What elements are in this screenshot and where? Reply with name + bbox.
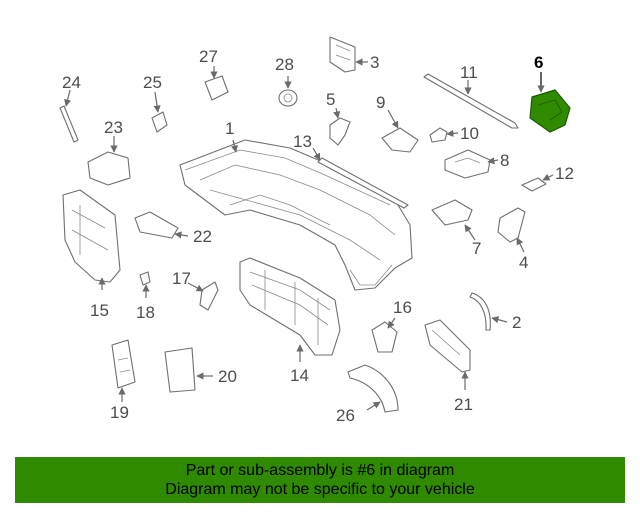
callout-2: 2 [512, 313, 521, 332]
part-13-molding[interactable] [317, 157, 409, 209]
part-4-bracket[interactable] [497, 207, 526, 243]
callout-1: 1 [225, 119, 234, 138]
callout-28: 28 [275, 55, 294, 74]
part-12-clip[interactable] [521, 177, 547, 192]
part-1-bumper-cover[interactable] [179, 139, 413, 291]
callout-26: 26 [336, 406, 355, 425]
part-20-pad[interactable] [164, 347, 196, 393]
part-26-trim[interactable] [347, 364, 399, 413]
part-7-bracket[interactable] [431, 199, 473, 226]
callout-19: 19 [110, 403, 129, 422]
callout-22: 22 [193, 227, 212, 246]
callout-8: 8 [500, 151, 509, 170]
callout-11: 11 [460, 63, 478, 82]
part-25-clip[interactable] [151, 111, 168, 133]
callout-18: 18 [136, 303, 155, 322]
callout-5: 5 [326, 90, 335, 109]
callout-25: 25 [143, 73, 162, 92]
part-6-bracket-highlighted[interactable] [529, 89, 571, 133]
part-15-bracket[interactable] [62, 189, 121, 283]
part-21-bracket[interactable] [424, 319, 471, 373]
part-23-bracket[interactable] [87, 151, 131, 186]
callout-6-highlighted: 6 [534, 53, 543, 72]
callout-16: 16 [393, 298, 412, 317]
callout-24: 24 [62, 73, 81, 92]
part-info-banner: Part or sub-assembly is #6 in diagram Di… [15, 457, 625, 503]
part-16-bracket[interactable] [371, 321, 398, 353]
callout-15: 15 [90, 301, 109, 320]
callout-23: 23 [104, 118, 123, 137]
callout-4: 4 [519, 253, 528, 272]
callout-20: 20 [218, 367, 237, 386]
part-3-bracket[interactable] [329, 36, 356, 73]
callout-17: 17 [172, 269, 191, 288]
part-27-sensor[interactable] [204, 75, 229, 101]
part-28-grommet[interactable] [278, 89, 298, 107]
callout-12: 12 [555, 164, 574, 183]
part-8-bracket[interactable] [444, 149, 491, 179]
part-11-reinforcement-strip[interactable] [423, 73, 519, 129]
callout-10: 10 [460, 124, 479, 143]
callout-7: 7 [472, 239, 481, 258]
part-5-clip[interactable] [329, 117, 351, 146]
part-17-bracket[interactable] [199, 281, 219, 311]
banner-line-disclaimer: Diagram may not be specific to your vehi… [165, 481, 475, 498]
callout-21: 21 [454, 395, 473, 414]
callout-9: 9 [376, 93, 385, 112]
part-14-energy-absorber[interactable] [239, 257, 341, 356]
callout-3: 3 [370, 53, 379, 72]
part-18-fastener[interactable] [139, 271, 151, 286]
part-2-trim-strip[interactable] [469, 292, 491, 331]
part-19-plate[interactable] [111, 339, 136, 389]
callout-14: 14 [290, 366, 309, 385]
part-9-bracket[interactable] [381, 127, 419, 153]
part-22-bracket[interactable] [134, 211, 179, 239]
part-24-strip[interactable] [59, 105, 79, 143]
part-10-clip[interactable] [429, 127, 448, 143]
callout-13: 13 [293, 132, 312, 151]
parts-diagram: 1 2 3 4 5 6 7 8 9 10 11 12 13 14 15 16 1… [59, 36, 574, 425]
banner-line-part-number: Part or sub-assembly is #6 in diagram [185, 462, 455, 479]
callout-27: 27 [199, 47, 218, 66]
